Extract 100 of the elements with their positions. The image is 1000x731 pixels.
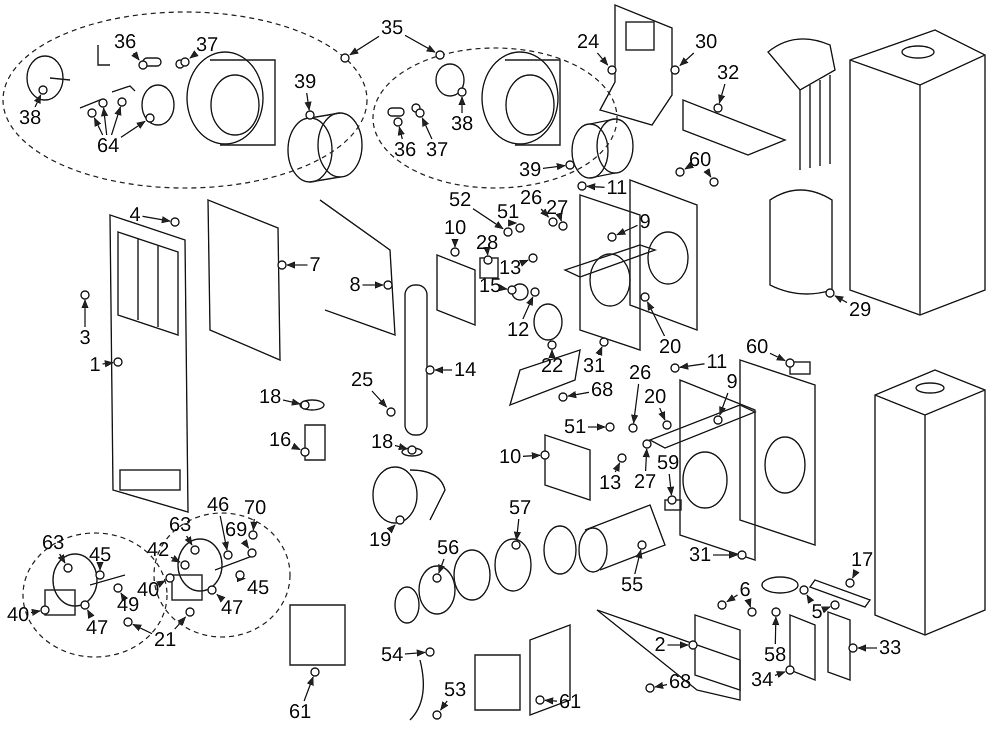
callout-number: 38	[19, 108, 42, 128]
callout-number: 8	[350, 275, 361, 295]
leader-line	[156, 580, 166, 588]
part-drawing	[670, 65, 680, 75]
leader-line	[216, 594, 226, 603]
leader-line	[372, 390, 388, 408]
leader-line	[189, 50, 199, 59]
leader-line	[142, 216, 171, 224]
leader-line	[451, 238, 459, 248]
part-drawing	[558, 392, 568, 402]
callout-number: 38	[451, 114, 474, 134]
callout-number: 70	[244, 498, 266, 518]
part-drawing	[305, 110, 315, 120]
leader-line	[458, 96, 466, 113]
callout-number: 16	[269, 430, 292, 450]
callout-number: 45	[247, 578, 270, 598]
leader-line	[718, 84, 726, 104]
part-drawing	[503, 227, 513, 237]
callout-number: 18	[371, 432, 394, 452]
callout-number: 32	[717, 63, 740, 83]
leader-line	[58, 554, 66, 564]
part-drawing	[80, 600, 90, 610]
part-drawing	[667, 495, 677, 505]
part-drawing	[450, 247, 460, 257]
part-drawing	[515, 223, 525, 233]
leader-line	[102, 360, 114, 368]
callout-number: 29	[849, 300, 872, 320]
callout-number: 68	[669, 672, 692, 692]
leader-line	[544, 697, 558, 704]
part-drawing	[247, 548, 257, 558]
callout-number: 13	[599, 473, 622, 493]
leader-line	[679, 52, 694, 66]
part-drawing	[386, 407, 396, 417]
part-drawing	[123, 617, 133, 627]
leader-line	[595, 346, 602, 356]
leader-line	[362, 281, 384, 289]
leader-line	[522, 296, 534, 320]
part-drawing	[38, 85, 48, 95]
leader-line	[184, 536, 193, 546]
part-drawing	[113, 357, 123, 367]
leader-line	[806, 594, 814, 604]
part-drawing	[190, 545, 200, 555]
part-drawing	[95, 570, 105, 580]
part-drawing	[457, 87, 467, 97]
callout-number: 60	[689, 150, 712, 170]
part-drawing	[670, 363, 680, 373]
callout-number: 37	[196, 35, 218, 55]
leader-line	[634, 549, 642, 574]
callout-number: 31	[583, 356, 606, 376]
leader-line	[719, 392, 729, 416]
callout-number: 20	[644, 387, 666, 407]
part-drawing	[709, 177, 719, 187]
callout-number: 7	[310, 255, 321, 275]
leader-line	[852, 569, 860, 579]
callout-number: 12	[507, 320, 530, 340]
leader-line	[131, 51, 140, 61]
callout-number: 68	[591, 380, 614, 400]
callout-number: 55	[621, 575, 644, 595]
leader-line	[514, 518, 521, 541]
part-drawing	[425, 365, 435, 375]
leader-line	[438, 558, 446, 574]
part-drawing	[407, 445, 417, 455]
part-drawing	[511, 540, 521, 550]
part-drawing	[87, 108, 97, 118]
leader-line	[30, 608, 41, 616]
leader-line	[684, 162, 694, 170]
part-drawing	[80, 290, 90, 300]
leader-line	[646, 301, 666, 336]
callout-number: 22	[541, 356, 564, 376]
leader-line	[291, 442, 301, 450]
callout-number: 13	[499, 258, 522, 278]
leader-line	[612, 462, 620, 472]
callout-number: 47	[221, 598, 244, 618]
leader-line	[567, 391, 590, 398]
leader-line	[170, 555, 181, 563]
part-drawing	[393, 117, 403, 127]
callout-number: 49	[117, 595, 140, 615]
leader-line	[404, 649, 426, 657]
part-drawing	[40, 605, 50, 615]
part-drawing	[425, 647, 435, 657]
callout-number: 18	[259, 387, 282, 407]
callout-number: 21	[154, 630, 176, 650]
leader-line	[304, 676, 314, 702]
callout-number: 10	[499, 447, 522, 467]
leader-line	[394, 443, 408, 450]
leader-line	[483, 246, 490, 256]
part-drawing	[113, 583, 123, 593]
leader-line	[304, 92, 312, 111]
part-drawing	[415, 108, 425, 118]
part-drawing	[395, 515, 405, 525]
leader-line	[555, 212, 562, 222]
leader-line	[726, 594, 738, 602]
leader-line	[174, 616, 186, 630]
part-drawing	[248, 530, 258, 540]
callout-number: 36	[394, 140, 416, 160]
leader-line	[81, 299, 89, 327]
callout-number: 40	[7, 605, 30, 625]
callout-number: 54	[381, 645, 404, 665]
part-drawing	[688, 640, 698, 650]
part-drawing	[483, 255, 493, 265]
